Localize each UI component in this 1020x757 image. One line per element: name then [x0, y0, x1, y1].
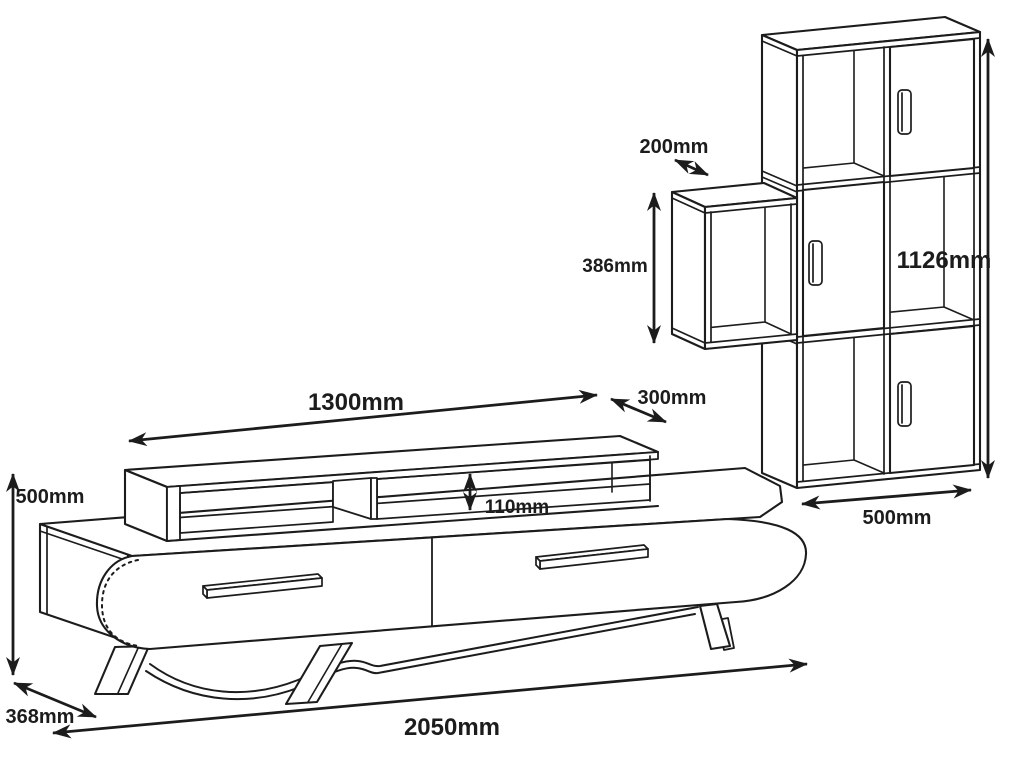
riser-bottom-edge: [165, 504, 660, 543]
dim-arrow-box-depth: [674, 158, 709, 177]
label-unit-height: 1126mm: [897, 247, 992, 274]
label-unit-width: 500mm: [863, 507, 932, 529]
dimension-lines: [6, 38, 995, 739]
riser-left-panel-front: [166, 485, 181, 542]
box-front-face: [703, 196, 799, 351]
dim-arrow-riser-width: [128, 389, 598, 447]
label-stand-depth: 368mm: [6, 706, 75, 728]
unit-open-cubby-top: [803, 48, 884, 184]
label-stand-width: 2050mm: [404, 714, 500, 741]
door-handle-icon: [897, 89, 912, 135]
door-handle-icon: [808, 240, 823, 286]
label-stand-height: 500mm: [16, 486, 85, 508]
label-box-depth: 200mm: [640, 136, 709, 158]
box-board-edges: [671, 197, 798, 344]
label-riser-depth: 300mm: [638, 387, 707, 409]
riser-shelf: [123, 434, 660, 543]
dim-arrow-stand-width: [52, 658, 808, 739]
unit-open-cubby-middle: [890, 174, 974, 328]
stand-left-panel-edges: [39, 526, 129, 615]
label-box-height: 386mm: [582, 256, 648, 277]
riser-divider-front: [370, 477, 378, 520]
dim-arrow-unit-width: [801, 484, 972, 510]
label-riser-width: 1300mm: [308, 389, 404, 416]
dimension-labels: 500mm 368mm 2050mm 1300mm 300mm 110mm 20…: [6, 136, 992, 741]
wall-shelf-unit: [760, 15, 982, 490]
box-left-side: [670, 190, 707, 351]
label-riser-opening: 110mm: [485, 497, 549, 518]
stand-stitch-trim: [101, 559, 140, 647]
box-open-interior: [711, 204, 791, 342]
unit-door-bottom-right: [888, 324, 976, 475]
unit-open-cubby-bottom: [803, 334, 884, 481]
stand-leg-mid: [284, 641, 354, 706]
tv-stand: [38, 466, 808, 706]
door-handle-icon: [897, 381, 912, 427]
unit-door-top-right: [888, 37, 976, 178]
unit-door-middle-left: [801, 180, 886, 338]
wall-box-shelf: [670, 181, 799, 351]
drawer-handle-icon: [202, 573, 323, 599]
dim-arrow-riser-depth: [610, 397, 667, 424]
stand-leg-left: [93, 644, 151, 696]
drawer-handle-icon: [535, 544, 649, 570]
